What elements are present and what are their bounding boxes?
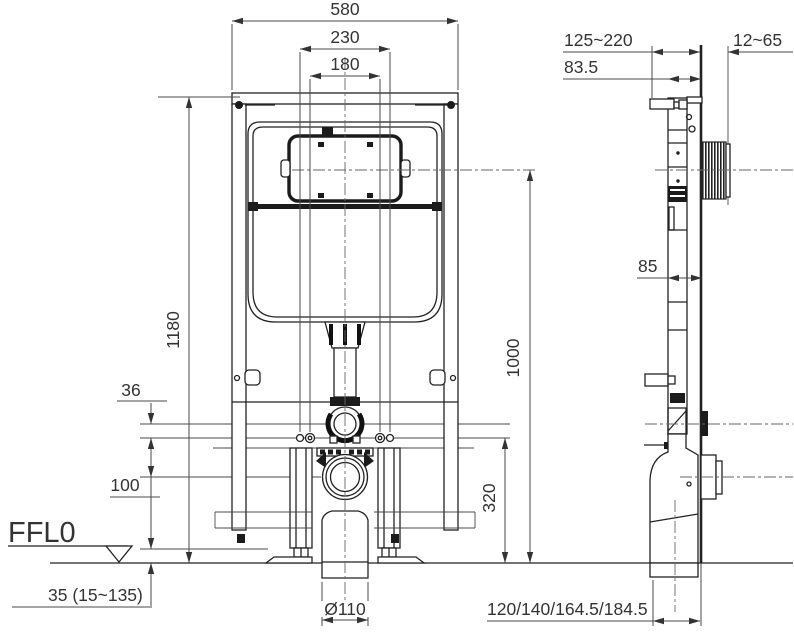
datum-label: FFL0 [8,517,76,549]
leg-clamp-bolt-left [237,534,245,543]
top-wall-bracket [686,96,703,104]
center-lines [292,57,793,612]
foot-plate-left [264,556,313,564]
pan-fixing-bolts [295,432,395,444]
dim-rod-depth-label: 83.5 [564,57,598,77]
dim-floor-adjust-label: 35 (15~135) [48,585,143,605]
inlet-bellows [701,141,731,200]
dim-frame-height-label: 1180 [163,311,183,349]
wall-bracket-arm [644,373,676,387]
frame-right-rail [443,103,459,531]
drain-clamp-teeth [320,449,370,455]
support-legs [214,447,476,564]
dim-profile-depth-label: 85 [638,256,657,276]
dim-drain-diameter-label: Ø110 [324,599,366,619]
dim-wall-finish-label: 12~65 [733,30,782,50]
frame-bolt-left [235,101,243,109]
frame-bolt-right [447,101,455,109]
flush-outlet-stub [701,411,708,436]
datum-triangle-icon [104,545,134,564]
datum-marker: FFL0 [8,517,134,564]
frame-left-rail [231,103,247,531]
dim-flush-offset-label: 36 [121,380,140,400]
foot-plate-right [377,556,426,564]
cistern-top-tab [322,127,333,136]
side-view [644,45,731,578]
mounting-frame [231,92,459,531]
panel-latch-left [280,159,291,178]
dim-bolt-spacing-inner-label: 180 [330,54,359,74]
dim-actuator-height-label: 1000 [503,338,523,377]
actuator-rod [649,98,688,110]
drain-elbow-side [649,433,699,578]
dim-drain-height-label: 320 [479,483,499,512]
hanger-slots [233,369,457,386]
dim-bolt-spacing-outer-label: 230 [330,27,359,47]
frame-profile-side [667,96,703,435]
dim-top-width-label: 580 [330,0,359,19]
dim-drain-offset-label: 100 [110,475,139,495]
leg-clamp-bolt-right [391,534,399,543]
dim-actuator-depth-label: 125~220 [564,30,633,50]
panel-latch-right [400,159,411,178]
dimensions: 580 230 180 1180 1000 320 36 100 FFL0 [8,0,793,625]
dim-outlet-offsets-label: 120/140/164.5/184.5 [487,599,648,619]
